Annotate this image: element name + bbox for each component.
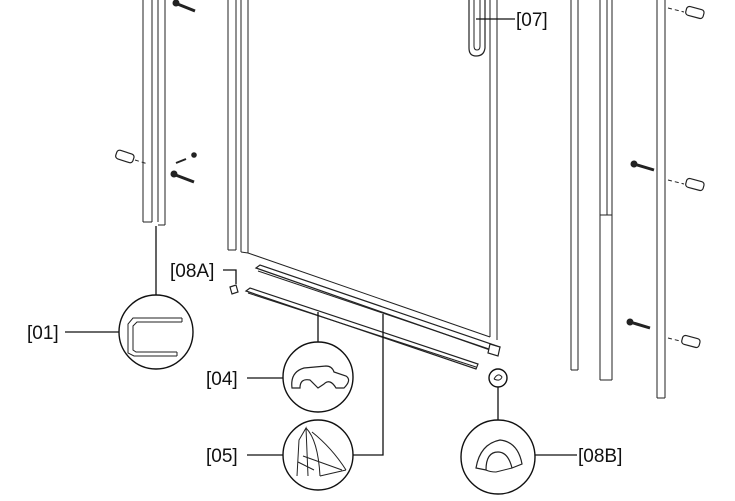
drip-sweep-rail bbox=[244, 287, 479, 370]
callout-07-label: [07] bbox=[516, 10, 548, 31]
screw-icon bbox=[626, 318, 651, 330]
callout-01-label: [01] bbox=[27, 323, 59, 344]
callout-08a-label: [08A] bbox=[170, 261, 214, 282]
left-wall-fixings bbox=[115, 0, 197, 184]
door-panel bbox=[227, 0, 498, 340]
callout-05-leader bbox=[349, 314, 384, 456]
wall-plug-icon bbox=[667, 5, 705, 20]
wall-plug-icon bbox=[667, 177, 705, 192]
end-cap-icon bbox=[475, 439, 523, 473]
callout-08b-label: [08B] bbox=[578, 446, 622, 467]
u-channel-profile-icon bbox=[127, 317, 183, 357]
bottom-seal-rail bbox=[254, 264, 502, 357]
right-wall-fixings bbox=[626, 5, 705, 349]
right-fixed-panel-profile bbox=[570, 0, 613, 381]
end-stopper-08a bbox=[229, 284, 239, 295]
screw-icon bbox=[172, 0, 196, 13]
screw-icon bbox=[175, 152, 197, 164]
wall-plug-icon bbox=[115, 149, 149, 165]
callout-04-label: [04] bbox=[206, 369, 238, 390]
detail-circle-05 bbox=[282, 419, 354, 491]
drip-sweep-profile-icon bbox=[291, 365, 350, 389]
screw-icon bbox=[630, 160, 655, 172]
callout-05-label: [05] bbox=[206, 446, 238, 467]
door-handle bbox=[468, 0, 486, 57]
screw-icon bbox=[170, 170, 195, 184]
detail-circle-04 bbox=[282, 341, 354, 413]
callout-08a-leader bbox=[223, 269, 237, 284]
detail-circle-01 bbox=[118, 294, 194, 370]
detail-circle-08b bbox=[460, 419, 536, 495]
end-cap-small bbox=[488, 368, 508, 388]
bottom-seal-profile-icon bbox=[296, 426, 347, 477]
wall-plug-icon bbox=[667, 334, 701, 349]
right-wall-profile bbox=[656, 0, 666, 399]
left-wall-profile bbox=[142, 0, 166, 226]
